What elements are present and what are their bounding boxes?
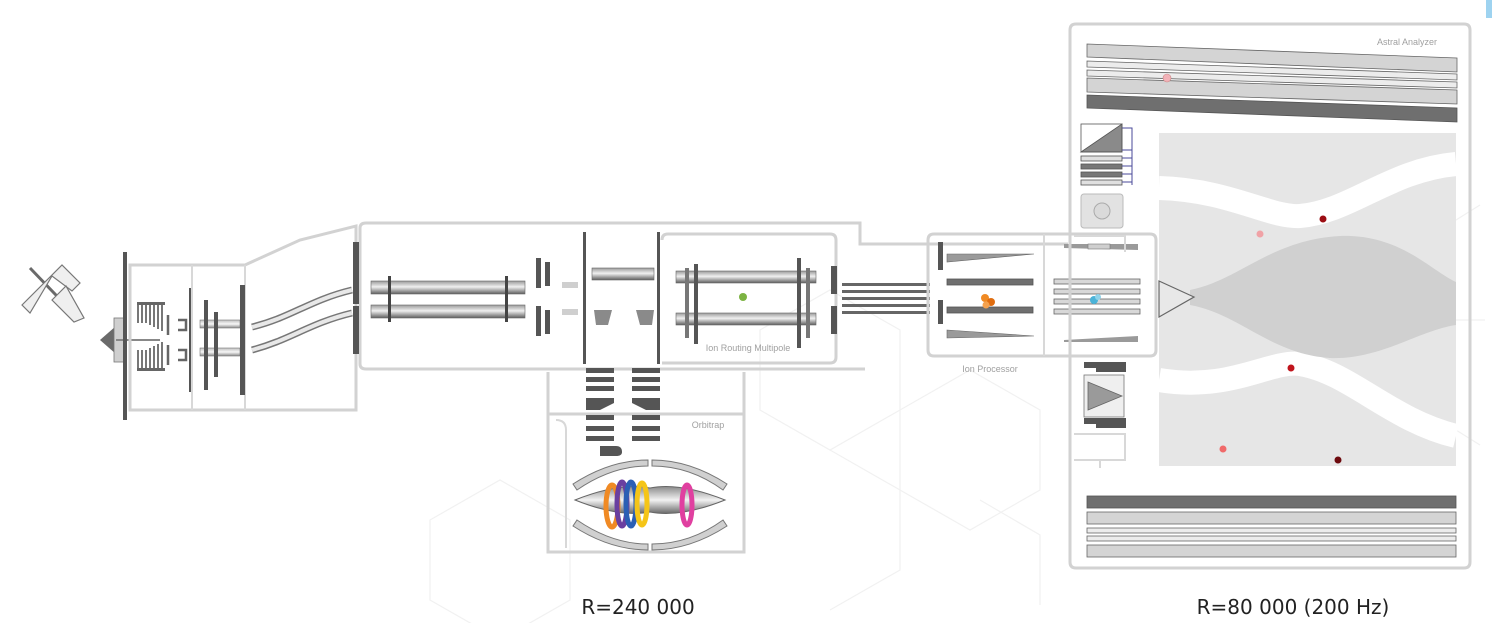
astral-resolution-label: R=80 000 (200 Hz) xyxy=(1197,595,1390,619)
ion-salmon xyxy=(1219,445,1227,453)
ion-funnel-lower xyxy=(137,342,165,371)
ion-pink-top xyxy=(1162,73,1172,83)
label-astral-analyzer: Astral Analyzer xyxy=(1377,37,1437,47)
quadrupole-section xyxy=(353,221,1068,371)
inlet-cone xyxy=(100,326,116,354)
ion-light-pink xyxy=(1256,230,1264,238)
bracket-lenses xyxy=(166,315,188,365)
orbitrap-resolution-label: R=240 000 xyxy=(581,595,694,619)
label-ion-routing-multipole: Ion Routing Multipole xyxy=(706,343,791,353)
ion-red xyxy=(1287,364,1295,372)
transfer-optics xyxy=(586,368,660,456)
ion-green xyxy=(739,293,747,301)
label-orbitrap: Orbitrap xyxy=(692,420,725,430)
edge-accent xyxy=(1486,0,1492,18)
orbitrap-section: Orbitrap xyxy=(546,368,746,554)
ion-funnel-upper xyxy=(137,302,165,331)
ion-processor: Ion Processor xyxy=(926,232,1158,374)
quadrupole-rod-lower xyxy=(370,304,526,319)
orbitrap-spindle xyxy=(573,486,727,514)
astral-analyzer: Astral Analyzer xyxy=(1068,22,1472,570)
astral-entry-prism xyxy=(1158,280,1196,319)
front-housing xyxy=(128,224,358,412)
ion-ring-magenta xyxy=(679,482,695,528)
ion-ring-yellow xyxy=(634,480,650,528)
quadrupole-rod-upper xyxy=(370,280,526,295)
ion-orange xyxy=(981,294,989,302)
ion-dark-red xyxy=(1319,215,1327,223)
source-plate xyxy=(123,252,127,420)
ion-deep-red xyxy=(1334,456,1342,464)
emitter-icon xyxy=(21,264,85,323)
transfer-multipole xyxy=(831,266,930,334)
label-ion-processor: Ion Processor xyxy=(962,364,1018,374)
ion-routing-multipole: Ion Routing Multipole xyxy=(660,232,838,365)
c-trap-upper xyxy=(591,267,655,281)
ion-source xyxy=(21,252,193,420)
